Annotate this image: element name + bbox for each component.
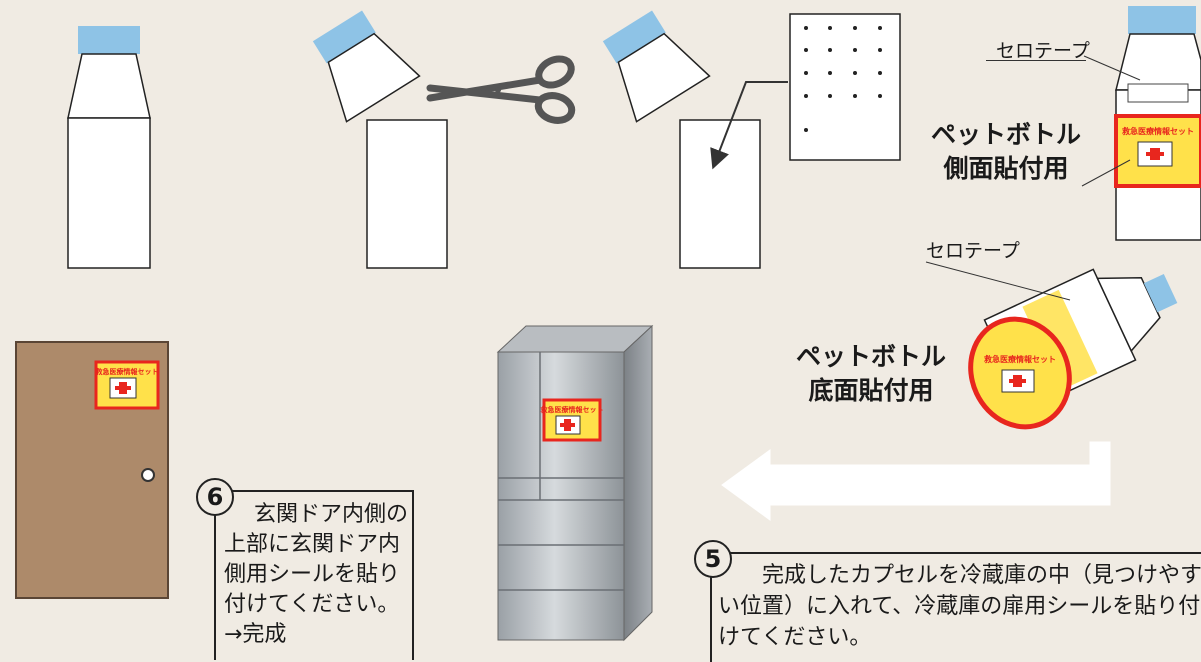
tape-label-top: セロテープ (996, 40, 1090, 62)
bottle-whole (67, 26, 151, 269)
svg-text:救急医療情報セット: 救急医療情報セット (96, 367, 159, 376)
svg-text:救急医療情報セット: 救急医療情報セット (984, 354, 1056, 364)
step6-number: 6 (196, 478, 234, 516)
step5-text: 完成したカプセルを冷蔵庫の中（見つけやすい位置）に入れて、冷蔵庫の扉用シールを貼… (718, 563, 1201, 650)
step5-number: 5 (694, 540, 732, 578)
entrance-door: 救急医療情報セット (15, 341, 169, 599)
step6-box: 玄関ドア内側の上部に玄関ドア内側用シールを貼り付けてください。→完成 (214, 490, 414, 660)
flow-arrow (721, 441, 1111, 521)
tape-label-bottom: セロテープ (926, 240, 1020, 262)
step6-text: 玄関ドア内側の上部に玄関ドア内側用シールを貼り付けてください。→完成 (224, 502, 409, 647)
side-sticker-label-line2: 側面貼付用 (943, 154, 1069, 183)
tape-label-top-underline (986, 60, 1086, 61)
step5-box: 完成したカプセルを冷蔵庫の中（見つけやすい位置）に入れて、冷蔵庫の扉用シールを貼… (710, 552, 1201, 662)
scissors-icon (426, 55, 576, 124)
svg-text:救急医療情報セット: 救急医療情報セット (1122, 126, 1194, 136)
side-sticker-label: ペットボトル 側面貼付用 (924, 118, 1088, 186)
side-sticker-label-line1: ペットボトル (930, 120, 1081, 149)
bottle-cut-with-sheet (602, 10, 901, 269)
refrigerator: 救急医療情報セット (496, 324, 654, 642)
bottom-sticker-label-line2: 底面貼付用 (808, 376, 934, 405)
bottle-cut (312, 10, 448, 269)
bottle-side-sticker: 救急医療情報セット (1081, 6, 1201, 241)
bottle-bottom-sticker: 救急医療情報セット (925, 261, 1178, 430)
bottom-sticker-label-line1: ペットボトル (795, 342, 946, 371)
svg-text:救急医療情報セット: 救急医療情報セット (541, 405, 604, 414)
bottom-sticker-label: ペットボトル 底面貼付用 (776, 340, 966, 408)
